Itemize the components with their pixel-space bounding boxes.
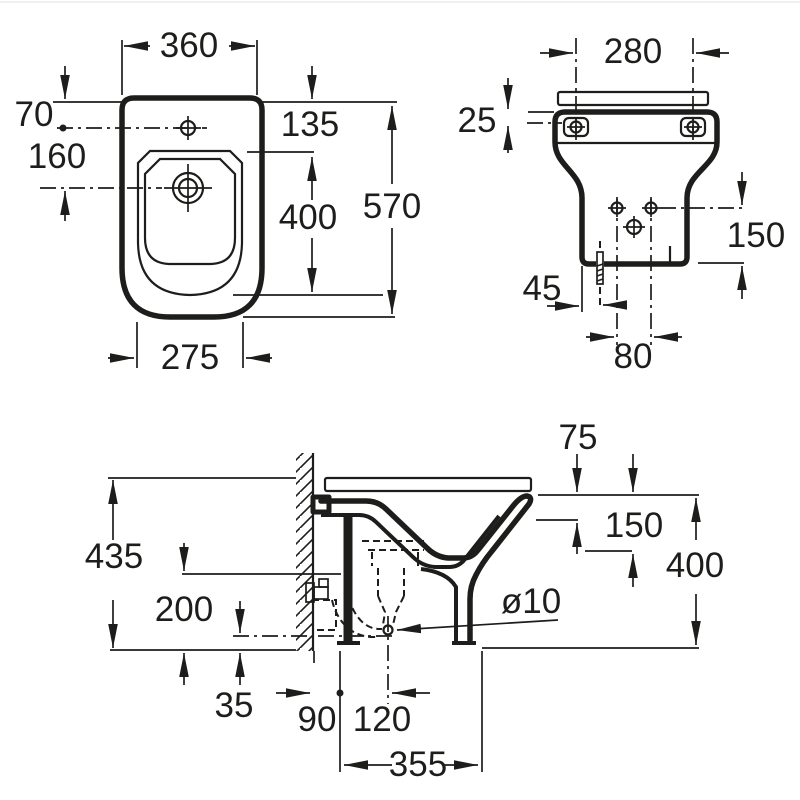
dim-label-rim-to-floor: 400	[666, 546, 724, 585]
dim-label-tap-setback: 70	[15, 95, 54, 134]
dim-label-outlet-diameter: ø10	[501, 582, 561, 621]
plan-basin-rim	[136, 149, 244, 297]
plan-dimensions: 360 70 160 135 400 570	[15, 26, 422, 377]
side-top-plate	[323, 476, 533, 493]
side-bowl-underside	[420, 567, 458, 641]
rear-view: 280 25 150 45 80	[458, 32, 786, 376]
dim-label-overall-depth: 570	[363, 187, 421, 226]
wall-hatch	[296, 453, 313, 651]
dim-label-wall-to-line: 90	[298, 700, 337, 739]
dim-label-front-to-basin: 135	[281, 105, 339, 144]
dim-label-rim-to-step: 150	[605, 506, 663, 545]
leader-arrow	[396, 619, 559, 634]
side-rim-inner-profile	[321, 513, 501, 569]
side-view: 75 150 400 435 200 35 90 120	[85, 418, 724, 784]
plan-basin-inner	[143, 157, 237, 266]
inlet-valve	[305, 578, 329, 603]
dim-label-edge-to-bolt: 45	[523, 269, 562, 308]
side-dimensions: 75 150 400 435 200 35 90 120	[85, 418, 724, 784]
plan-drain	[164, 164, 212, 212]
dim-label-inlet-height: 200	[155, 590, 213, 629]
rear-top-plate	[556, 90, 710, 107]
rear-dimensions: 280 25 150 45 80	[458, 32, 786, 376]
dim-label-fixing-centers: 280	[604, 32, 662, 71]
dim-label-basin-length: 400	[279, 198, 337, 237]
rear-body-outline	[552, 109, 720, 267]
dim-label-drill-centers: 80	[614, 337, 653, 376]
dim-label-rim-to-ledge: 75	[559, 418, 598, 457]
dim-label-holes-to-base: 150	[727, 216, 785, 255]
side-rim-outer-profile	[318, 493, 534, 643]
plan-view: 360 70 160 135 400 570	[15, 26, 422, 377]
dim-label-base-depth: 355	[389, 745, 447, 784]
dim-label-outlet-height: 35	[215, 686, 254, 725]
dim-label-top-to-fixing: 25	[458, 101, 497, 140]
rear-bolt	[596, 241, 604, 307]
dim-label-base-width: 275	[161, 338, 219, 377]
dim-point	[59, 124, 67, 132]
dim-label-line-to-drain: 120	[353, 700, 411, 739]
dim-point	[336, 689, 344, 697]
dim-label-tap-to-drain: 160	[28, 137, 86, 176]
dim-label-overall-height: 435	[85, 537, 143, 576]
dim-label-overall-width: 360	[160, 26, 218, 65]
